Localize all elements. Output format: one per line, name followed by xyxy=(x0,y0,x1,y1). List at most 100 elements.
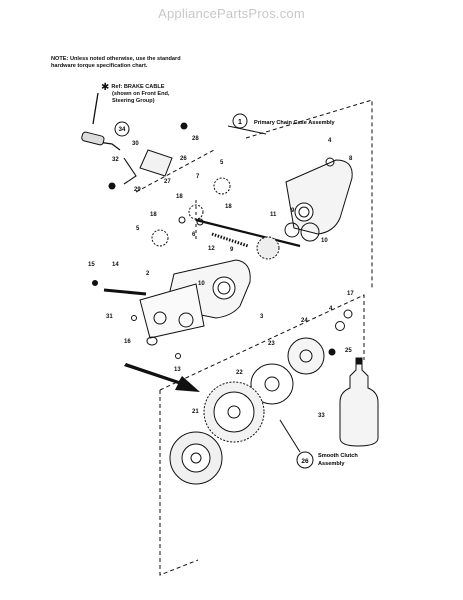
part-label-26: 26 xyxy=(180,156,187,162)
bearing-10-right xyxy=(300,222,320,242)
callout-circle-1 xyxy=(232,113,248,129)
washer-18b xyxy=(196,218,204,226)
plug-16 xyxy=(146,336,158,346)
bolt-15 xyxy=(92,280,98,286)
upper-dashed-boundary xyxy=(135,99,373,290)
leader-primary-chain-case xyxy=(227,125,267,135)
part-label-10a: 10 xyxy=(321,238,328,244)
asterisk-icon: ✱ xyxy=(101,82,110,93)
bolt-31 xyxy=(131,315,137,321)
watermark: AppliancePartsPros.com xyxy=(158,6,305,21)
part-label-18c: 18 xyxy=(150,212,157,218)
housing-2-hole xyxy=(153,311,167,325)
brake-cable-handle xyxy=(81,131,105,146)
part-label-4a: 4 xyxy=(328,138,332,144)
sprocket-11 xyxy=(256,236,280,260)
part-label-17: 17 xyxy=(347,291,354,297)
part-label-29: 29 xyxy=(134,187,141,193)
bottle-33-cap xyxy=(355,357,363,365)
part-label-21: 21 xyxy=(192,409,199,415)
part-label-31: 31 xyxy=(106,314,113,320)
bearing-9-right xyxy=(284,222,300,238)
part-label-24: 24 xyxy=(301,318,308,324)
brake-cable-reference: ✱Ref: BRAKE CABLE (shown on Front End, S… xyxy=(101,82,221,105)
part-label-23: 23 xyxy=(268,341,275,347)
spline-shaft xyxy=(211,232,249,248)
screw-13 xyxy=(175,353,181,359)
gear-5-upper xyxy=(213,177,231,195)
callout-circle-26 xyxy=(296,451,314,469)
part-label-2: 2 xyxy=(146,271,150,277)
cover-right-hole xyxy=(294,202,314,222)
part-label-13: 13 xyxy=(174,367,181,373)
callout-26-number: 26 xyxy=(301,458,309,465)
cover-right-hole-inner xyxy=(298,206,310,218)
callout-26-label-1: Smooth Clutch xyxy=(318,453,358,459)
pulley-24-hub xyxy=(299,349,313,363)
ref-line-2: (shown on Front End, xyxy=(112,91,170,97)
brake-bracket xyxy=(139,149,173,177)
nut-4-lower xyxy=(335,321,345,331)
part-label-5a: 5 xyxy=(220,160,224,166)
part-label-18a: 18 xyxy=(176,194,183,200)
ref-line-1: Ref: BRAKE CABLE xyxy=(111,84,165,90)
nut-17 xyxy=(343,309,353,319)
part-label-7: 7 xyxy=(196,174,200,180)
callout-26-label-2: Assembly xyxy=(318,461,345,467)
flywheel-22-inner xyxy=(213,391,255,433)
part-label-27: 27 xyxy=(164,179,171,185)
lower-dashed-boundary xyxy=(159,294,365,576)
part-label-3: 3 xyxy=(260,314,264,320)
callout-circle-34 xyxy=(114,121,130,137)
part-label-28: 28 xyxy=(192,136,199,142)
part-label-30: 30 xyxy=(132,141,139,147)
part-label-14: 14 xyxy=(112,262,119,268)
pulley-21-inner xyxy=(181,443,211,473)
part-label-5b: 5 xyxy=(136,226,140,232)
axle-14 xyxy=(103,288,147,296)
gear-5-left xyxy=(151,229,169,247)
bottle-33 xyxy=(339,363,379,447)
shaft-12 xyxy=(195,218,301,248)
nut-4-upper xyxy=(325,157,335,167)
chain-case-cover-right xyxy=(285,159,353,235)
callout-1-number: 1 xyxy=(238,119,242,126)
washer-25 xyxy=(328,348,336,356)
callout-34-number: 34 xyxy=(119,127,126,133)
part-label-9b: 9 xyxy=(230,247,234,253)
part-label-33: 33 xyxy=(318,413,325,419)
part-label-4b: 4 xyxy=(329,306,333,312)
part-label-18b: 18 xyxy=(225,204,232,210)
pulley-24 xyxy=(287,337,325,375)
bolt-29 xyxy=(108,182,116,190)
flywheel-22-hub xyxy=(227,405,241,419)
case-left-bearing-inner xyxy=(217,281,231,295)
part-label-6: 6 xyxy=(192,232,196,238)
pulley-21-hub xyxy=(190,452,202,464)
disc-23-hole xyxy=(264,376,280,392)
callout-1-label: Primary Chain Case Assembly xyxy=(254,120,336,126)
housing-2 xyxy=(139,283,205,339)
bolt-28 xyxy=(180,122,188,130)
disc-23 xyxy=(250,363,294,405)
rod-32 xyxy=(123,157,137,185)
housing-2-hole-2 xyxy=(178,312,194,328)
leader-brake-cable xyxy=(92,92,99,125)
part-label-10b: 10 xyxy=(198,281,205,287)
part-label-32: 32 xyxy=(112,157,119,163)
part-label-12: 12 xyxy=(208,246,215,252)
leader-smooth-clutch xyxy=(279,419,301,453)
torque-note: NOTE: Unless noted otherwise, use the st… xyxy=(51,56,181,69)
gear-6 xyxy=(188,204,204,220)
ref-line-3: Steering Group) xyxy=(112,98,155,104)
part-label-22: 22 xyxy=(236,370,243,376)
washer-18a xyxy=(178,216,186,224)
part-label-16: 16 xyxy=(124,339,131,345)
part-label-8: 8 xyxy=(349,156,353,162)
case-left-bearing xyxy=(212,276,236,300)
part-label-25: 25 xyxy=(345,348,352,354)
to-front-arrow xyxy=(124,363,200,392)
part-label-9a: 9 xyxy=(291,208,295,214)
